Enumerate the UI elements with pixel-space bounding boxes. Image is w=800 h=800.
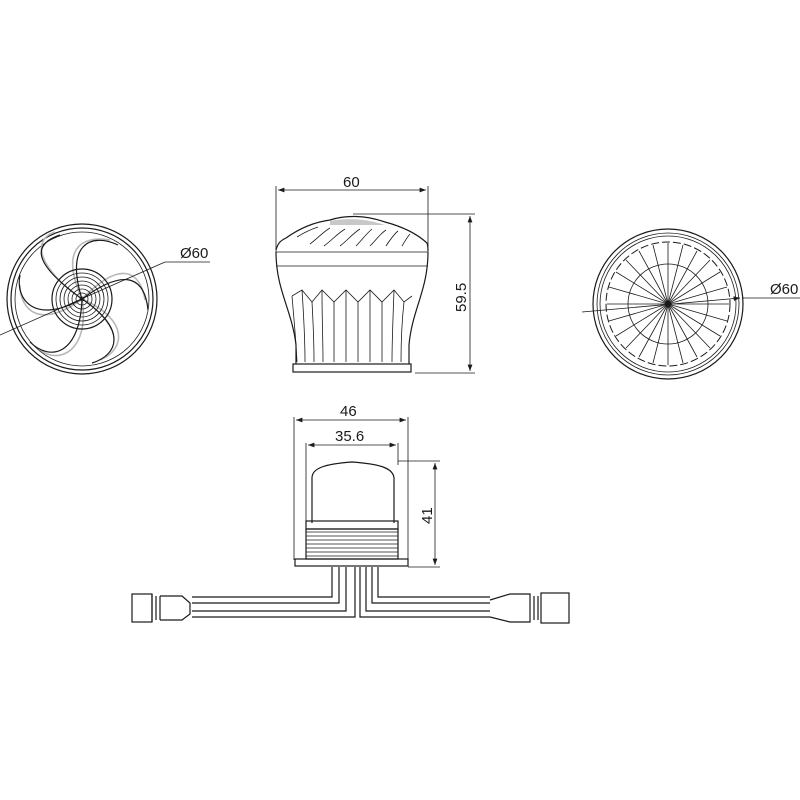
height-label-41: 41 [419,507,436,524]
width-label-46: 46 [340,403,357,420]
width-label-35-6: 35.6 [335,428,364,445]
right-connector [489,593,531,623]
left-connector [131,593,153,623]
top-view-swirl: Ø60 [0,223,210,375]
width-label-60: 60 [343,174,360,191]
side-view-large: 60 59.5 [275,174,475,374]
height-label-59-5: 59.5 [453,283,470,312]
diameter-label-right: Ø60 [770,281,798,298]
top-view-radial: Ø60 [581,228,800,380]
side-view-small: 46 35.6 41 [131,403,570,624]
diameter-label-left: Ø60 [180,245,208,262]
